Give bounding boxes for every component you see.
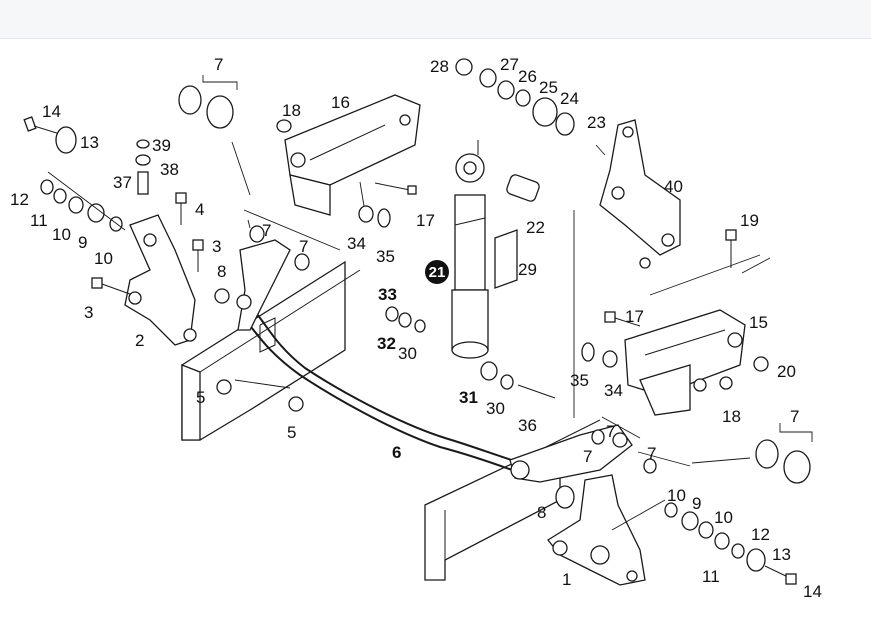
label-32: 32: [377, 334, 396, 353]
bracket-40: [599, 119, 681, 269]
label-25: 25: [539, 78, 558, 97]
label-7b: 7: [262, 221, 271, 240]
label-13a: 13: [80, 133, 99, 152]
label-14b: 14: [803, 582, 822, 601]
label-7c: 7: [299, 237, 308, 256]
stabilizer-bar: [244, 311, 519, 471]
label-9a: 9: [78, 233, 87, 252]
left-hanger: [214, 239, 291, 331]
label-7g: 7: [790, 407, 799, 426]
label-10d: 10: [714, 508, 733, 527]
label-40: 40: [664, 177, 683, 196]
highlighted-callout[interactable]: 21: [425, 260, 449, 284]
label-10b: 10: [94, 249, 113, 268]
label-12a: 12: [10, 190, 29, 209]
label-5a: 5: [196, 388, 205, 407]
label-19: 19: [740, 211, 759, 230]
label-5b: 5: [287, 423, 296, 442]
label-12b: 12: [751, 525, 770, 544]
label-18a: 18: [282, 101, 301, 120]
label-28: 28: [430, 57, 449, 76]
steering-knuckle: [547, 474, 646, 586]
window-top-bar: [0, 0, 871, 39]
label-1: 1: [562, 570, 571, 589]
label-7e: 7: [583, 447, 592, 466]
exploded-parts-diagram: 14 13 12 11 10 9 10 3 2 37 38 39 4 3 8 7…: [0, 38, 871, 642]
highlight-marker: [425, 260, 449, 284]
label-15: 15: [749, 313, 768, 332]
label-20: 20: [777, 362, 796, 381]
label-16: 16: [331, 93, 350, 112]
label-9b: 9: [692, 494, 701, 513]
label-13b: 13: [772, 545, 791, 564]
label-7a: 7: [214, 55, 223, 74]
label-34a: 34: [347, 234, 366, 253]
label-11b: 11: [702, 567, 720, 586]
label-8a: 8: [217, 262, 226, 281]
label-24: 24: [560, 89, 579, 108]
label-35b: 35: [570, 371, 589, 390]
callout-labels: 14 13 12 11 10 9 10 3 2 37 38 39 4 3 8 7…: [10, 55, 822, 601]
label-14a: 14: [42, 102, 61, 121]
label-7f: 7: [647, 444, 656, 463]
label-11a: 11: [30, 211, 48, 230]
label-35a: 35: [376, 247, 395, 266]
label-39: 39: [152, 136, 171, 155]
shock-absorber: [451, 140, 489, 359]
label-37: 37: [113, 173, 132, 192]
label-21: 21: [429, 264, 446, 281]
left-bracket: [124, 214, 197, 346]
label-36: 36: [518, 416, 537, 435]
label-17b: 17: [625, 307, 644, 326]
label-17a: 17: [416, 211, 435, 230]
label-22: 22: [526, 218, 545, 237]
label-6: 6: [392, 443, 401, 462]
label-31: 31: [459, 388, 478, 407]
upper-mount-left: [284, 94, 421, 216]
label-33: 33: [378, 285, 397, 304]
label-2: 2: [135, 331, 144, 350]
upper-mount-right: [624, 309, 746, 416]
shock-sleeve: [494, 229, 518, 289]
label-30b: 30: [486, 399, 505, 418]
label-3a: 3: [84, 303, 93, 322]
label-26: 26: [518, 67, 537, 86]
label-10c: 10: [667, 486, 686, 505]
label-10a: 10: [52, 225, 71, 244]
label-27: 27: [500, 55, 519, 74]
label-8b: 8: [537, 503, 546, 522]
left-frame-rail: [181, 260, 361, 441]
label-18b: 18: [722, 407, 741, 426]
label-30a: 30: [398, 344, 417, 363]
label-3b: 3: [212, 237, 221, 256]
label-34b: 34: [604, 381, 623, 400]
label-38: 38: [160, 160, 179, 179]
leader-lines: [47, 75, 813, 531]
label-23: 23: [587, 113, 606, 132]
label-29: 29: [518, 260, 537, 279]
label-4: 4: [195, 200, 204, 219]
diagram-svg: 14 13 12 11 10 9 10 3 2 37 38 39 4 3 8 7…: [10, 55, 822, 601]
label-7d: 7: [606, 422, 615, 441]
fasteners: [23, 58, 811, 585]
